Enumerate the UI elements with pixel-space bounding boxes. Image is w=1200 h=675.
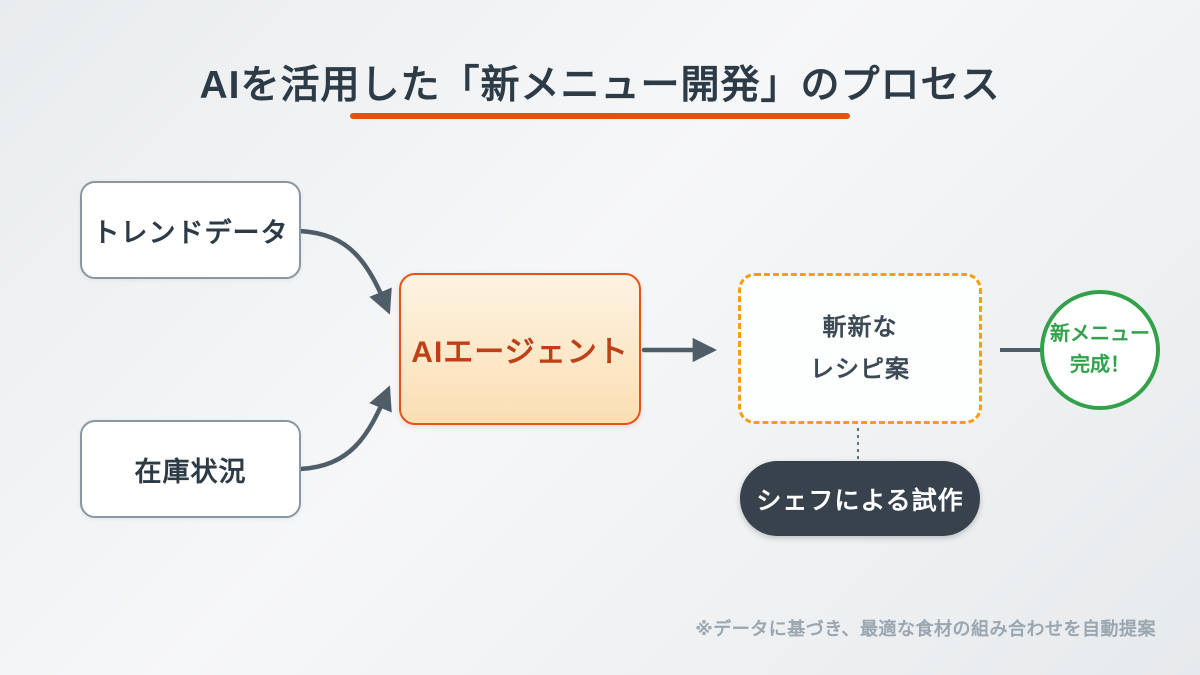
node-recipe-idea-line2: レシピ案 bbox=[810, 355, 910, 383]
node-recipe-idea: 斬新な レシピ案 bbox=[738, 273, 982, 424]
node-ai-agent: AIエージェント bbox=[399, 273, 641, 425]
node-trend-data: トレンドデータ bbox=[80, 181, 301, 279]
arrow-trend-to-ai bbox=[297, 228, 392, 315]
footnote: ※データに基づき、最適な食材の組み合わせを自動提案 bbox=[695, 619, 1156, 639]
node-menu-complete-line1: 新メニュー bbox=[1050, 323, 1150, 345]
arrow-inventory-to-ai bbox=[297, 385, 392, 472]
node-ai-agent-label: AIエージェント bbox=[411, 336, 629, 369]
page-title: AIを活用した「新メニュー開発」のプロセス bbox=[199, 64, 1001, 107]
node-chef-prototype-label: シェフによる試作 bbox=[756, 486, 964, 515]
node-menu-complete-line2: 完成！ bbox=[1070, 354, 1130, 376]
title-underline bbox=[350, 113, 850, 119]
node-recipe-idea-line1: 斬新な bbox=[822, 313, 898, 341]
node-trend-data-label: トレンドデータ bbox=[92, 217, 289, 248]
node-inventory: 在庫状況 bbox=[80, 420, 301, 518]
node-chef-prototype: シェフによる試作 bbox=[740, 461, 980, 536]
node-inventory-label: 在庫状況 bbox=[134, 456, 247, 487]
node-menu-complete: 新メニュー 完成！ bbox=[1040, 290, 1160, 410]
